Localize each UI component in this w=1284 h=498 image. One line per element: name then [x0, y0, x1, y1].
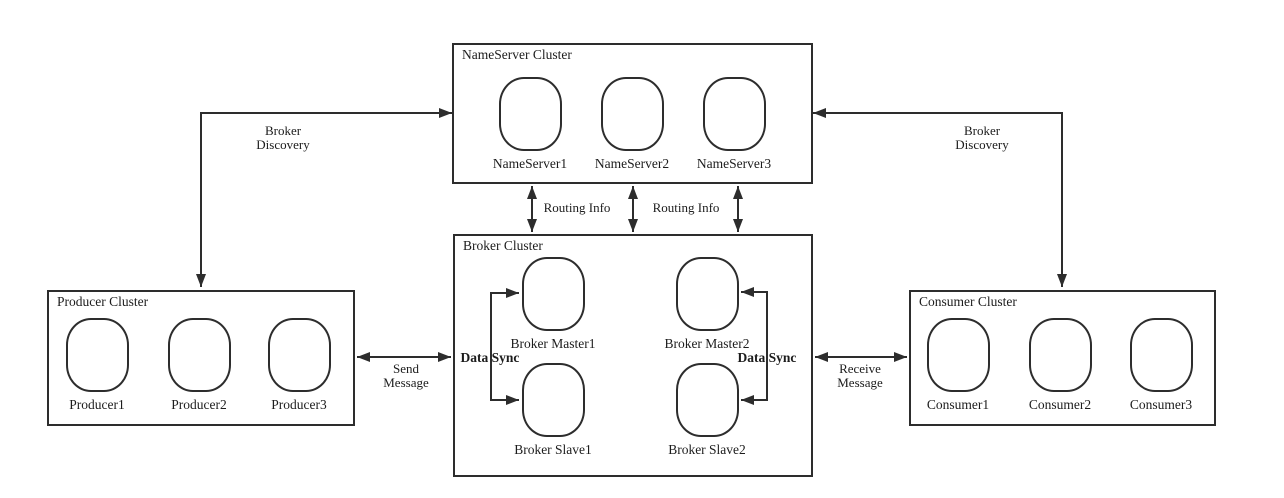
node-label-producer3: Producer3	[271, 397, 327, 412]
cluster-broker: Broker Cluster	[453, 234, 813, 477]
cluster-title-broker: Broker Cluster	[463, 238, 543, 253]
node-label-consumer3: Consumer3	[1129, 397, 1193, 412]
node-consumer2: Consumer2	[1005, 318, 1115, 413]
edge-label-routing-info-1: Routing Info	[543, 200, 611, 215]
node-nameserver2: NameServer2	[577, 77, 687, 172]
node-broker-slave1: Broker Slave1	[498, 363, 608, 458]
node-shape-consumer1	[926, 318, 990, 392]
node-label-consumer1: Consumer1	[926, 397, 990, 412]
node-shape-nameserver3	[702, 77, 766, 151]
node-label-broker-slave2: Broker Slave2	[668, 442, 746, 457]
edge-label-send-message: Send Message	[383, 361, 429, 390]
node-shape-nameserver1	[498, 77, 562, 151]
node-shape-producer3	[267, 318, 331, 392]
node-producer3: Producer3	[244, 318, 354, 413]
edge-label-broker-discovery-left: Broker Discovery	[256, 123, 310, 152]
node-broker-master1: Broker Master1	[498, 257, 608, 352]
node-broker-master2: Broker Master2	[652, 257, 762, 352]
node-label-broker-master2: Broker Master2	[664, 336, 750, 351]
node-shape-broker-master1	[521, 257, 585, 331]
node-shape-consumer2	[1028, 318, 1092, 392]
node-label-broker-slave1: Broker Slave1	[514, 442, 592, 457]
node-broker-slave2: Broker Slave2	[652, 363, 762, 458]
node-shape-consumer3	[1129, 318, 1193, 392]
cluster-nameserver: NameServer Cluster	[452, 43, 813, 184]
node-nameserver3: NameServer3	[679, 77, 789, 172]
node-label-consumer2: Consumer2	[1028, 397, 1092, 412]
node-label-nameserver1: NameServer1	[492, 156, 568, 171]
node-consumer3: Consumer3	[1106, 318, 1216, 413]
node-producer1: Producer1	[42, 318, 152, 413]
cluster-consumer: Consumer Cluster	[909, 290, 1216, 426]
edge-label-routing-info-2: Routing Info	[652, 200, 720, 215]
node-producer2: Producer2	[144, 318, 254, 413]
node-shape-broker-master2	[675, 257, 739, 331]
edge-label-receive-message: Receive Message	[837, 361, 883, 390]
node-shape-broker-slave1	[521, 363, 585, 437]
cluster-producer: Producer Cluster	[47, 290, 355, 426]
node-nameserver1: NameServer1	[475, 77, 585, 172]
node-consumer1: Consumer1	[903, 318, 1013, 413]
node-shape-nameserver2	[600, 77, 664, 151]
node-label-producer1: Producer1	[69, 397, 125, 412]
cluster-title-producer: Producer Cluster	[57, 294, 149, 309]
edge-label-data-sync-left: Data Sync	[460, 350, 520, 365]
node-shape-producer1	[65, 318, 129, 392]
cluster-title-consumer: Consumer Cluster	[919, 294, 1017, 309]
node-label-nameserver2: NameServer2	[594, 156, 670, 171]
node-label-nameserver3: NameServer3	[696, 156, 772, 171]
edge-label-broker-discovery-right: Broker Discovery	[955, 123, 1009, 152]
node-label-producer2: Producer2	[171, 397, 227, 412]
node-label-broker-master1: Broker Master1	[510, 336, 596, 351]
node-shape-broker-slave2	[675, 363, 739, 437]
cluster-title-nameserver: NameServer Cluster	[462, 47, 572, 62]
edge-label-data-sync-right: Data Sync	[737, 350, 797, 365]
node-shape-producer2	[167, 318, 231, 392]
